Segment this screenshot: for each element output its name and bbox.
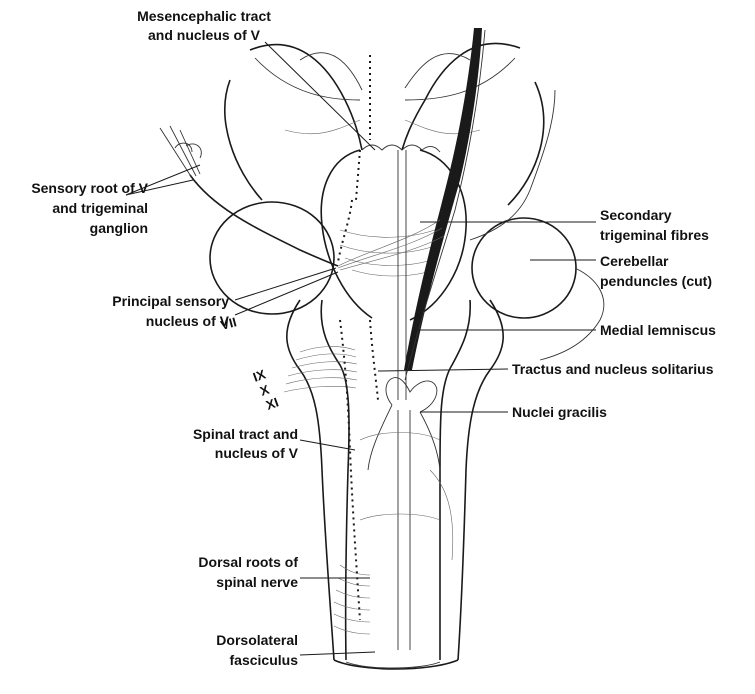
label-sensory-root-3: ganglion [90,220,148,236]
secondary-trigeminal-band [404,28,485,380]
label-medial-lemniscus: Medial lemniscus [600,322,716,338]
label-dorsal-roots-1: Dorsal roots of [198,554,298,570]
leader-lines [126,42,596,655]
label-spinal-tract-1: Spinal tract and [193,426,298,442]
label-cerebellar-1: Cerebellar [600,253,669,269]
trigeminal-nuclei-dots [338,55,378,620]
cranial-nerve-numerals: VII IX X XI [219,314,281,413]
label-tractus-solitarius: Tractus and nucleus solitarius [512,361,714,377]
label-secondary-2: trigeminal fibres [600,227,709,243]
label-mesencephalic-1: Mesencephalic tract [137,8,271,24]
medulla-outline [287,300,503,669]
label-nerve-vii: VII [219,314,238,333]
label-cerebellar-2: penduncles (cut) [600,273,712,289]
cerebellar-peduncles [210,90,604,360]
label-sensory-root-1: Sensory root of V [31,180,148,196]
label-spinal-tract-2: nucleus of V [215,445,299,461]
label-principal-1: Principal sensory [112,293,229,309]
label-dorsolateral-2: fasciculus [230,652,299,668]
label-sensory-root-2: and trigeminal [52,200,148,216]
label-dorsal-roots-2: spinal nerve [216,574,298,590]
pons-outline [225,80,544,320]
trigeminal-root [160,126,444,270]
labels: Mesencephalic tract and nucleus of V Sen… [31,8,716,668]
label-nuclei-gracilis: Nuclei gracilis [512,404,607,420]
label-nerve-xi: XI [264,395,281,413]
label-dorsolateral-1: Dorsolateral [216,632,298,648]
label-principal-2: nucleus of V [146,313,230,329]
medial-lemniscus-tract [398,150,406,400]
label-secondary-1: Secondary [600,207,672,223]
label-mesencephalic-2: and nucleus of V [148,27,261,43]
